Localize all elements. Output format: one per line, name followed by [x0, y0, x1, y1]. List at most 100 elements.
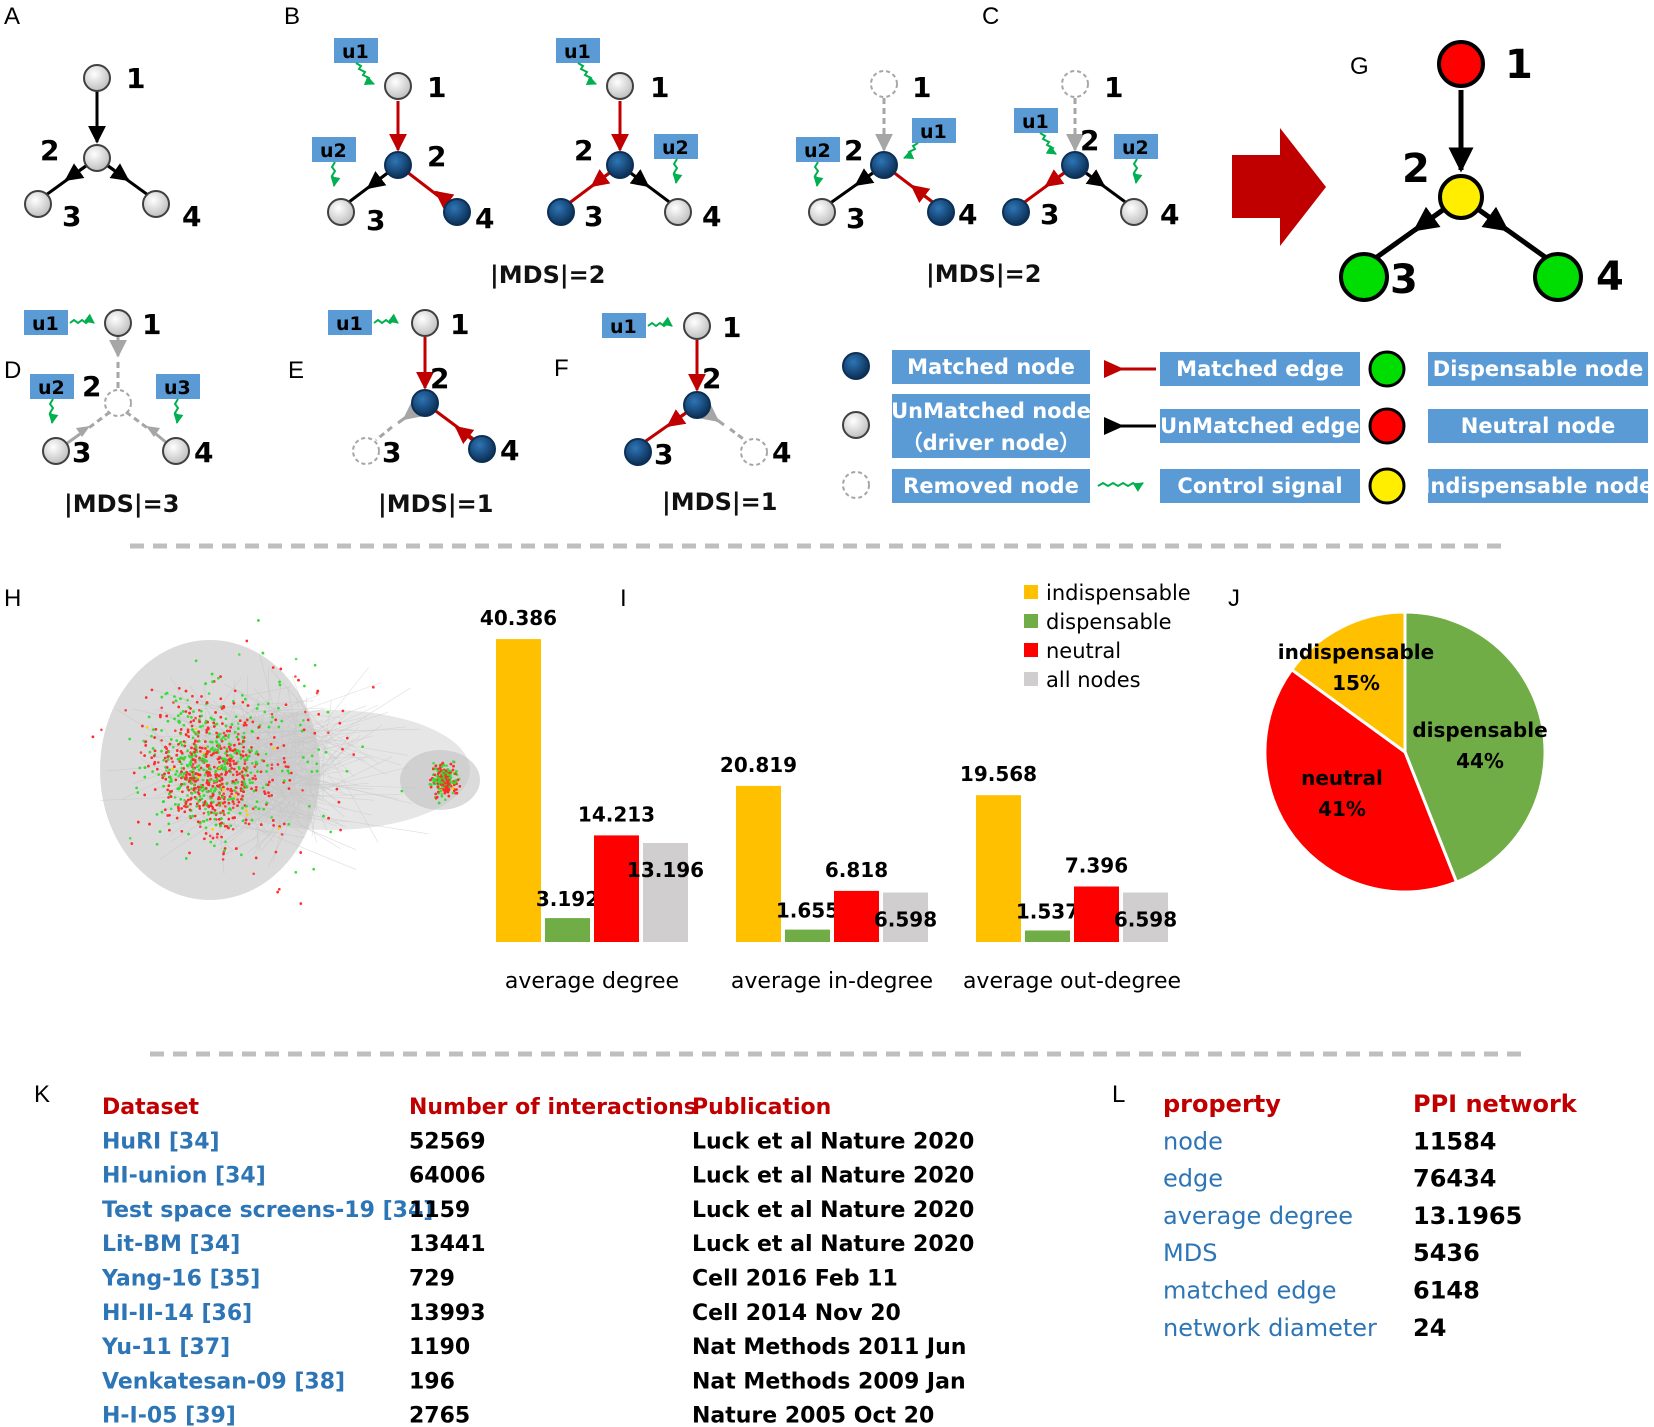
svg-text:4: 4 — [702, 200, 721, 233]
node-f1 — [683, 312, 711, 340]
node-c2-1 — [1061, 70, 1089, 98]
pie-label-neutral: neutral — [1301, 766, 1383, 790]
control-box-u3 — [156, 374, 200, 399]
node-f2 — [683, 391, 711, 419]
table-k-interactions: 52569 — [409, 1129, 486, 1154]
panel-letter-h: H — [4, 585, 21, 612]
table-l-property: matched edge — [1163, 1277, 1337, 1305]
table-k-dataset: H-I-05 [39] — [102, 1404, 236, 1427]
control-box-u2 — [1114, 134, 1158, 159]
table-l-property: node — [1163, 1127, 1223, 1155]
bar-value-indispensable-2: 20.819 — [720, 753, 797, 777]
table-k-interactions: 1159 — [409, 1198, 470, 1223]
panel-b-right-graph: u1 u2 1 2 3 4 — [547, 38, 721, 233]
legend-dispensable-node: Dispensable node — [1433, 357, 1643, 381]
table-l-value: 6148 — [1413, 1277, 1480, 1305]
svg-text:1: 1 — [650, 71, 669, 104]
num-a2: 2 — [40, 134, 59, 167]
node-c1-4 — [927, 198, 955, 226]
table-k-dataset: Yu-11 [37] — [101, 1335, 230, 1360]
svg-text:u2: u2 — [1122, 137, 1149, 159]
table-l-property: average degree — [1163, 1202, 1353, 1230]
legend-dispensable-node-icon — [1368, 350, 1406, 388]
node-d3 — [42, 437, 70, 465]
node-c1-1 — [870, 70, 898, 98]
table-k-publication: Luck et al Nature 2020 — [692, 1164, 974, 1189]
svg-text:3: 3 — [366, 204, 385, 237]
node-d2-removed — [104, 389, 132, 417]
table-l-property: network diameter — [1163, 1314, 1377, 1342]
panel-a-graph: 1 2 3 4 — [24, 62, 201, 233]
svg-text:2: 2 — [427, 140, 446, 173]
table-k-dataset: Yang-16 [35] — [101, 1267, 260, 1292]
panel-letter-d: D — [4, 357, 21, 384]
node-e4 — [468, 435, 496, 463]
table-k-dataset: HuRI [34] — [102, 1129, 220, 1154]
svg-text:u1: u1 — [342, 41, 369, 63]
bar-value-neutral-3: 7.396 — [1065, 854, 1128, 878]
legend-indispensable-node: Indispensable node — [1423, 474, 1654, 498]
legend-removed-node-icon — [842, 471, 870, 499]
bar-all-nodes-2 — [883, 892, 928, 942]
num-a1: 1 — [126, 62, 145, 95]
node-c2-3 — [1002, 198, 1030, 226]
svg-text:1: 1 — [1505, 42, 1533, 88]
svg-text:u2: u2 — [38, 377, 65, 399]
node-a1 — [83, 64, 111, 92]
panel-letter-k: K — [34, 1081, 50, 1108]
panel-g-graph: 1 2 3 4 — [1339, 40, 1624, 303]
legend-neutral-node: Neutral node — [1461, 414, 1616, 438]
svg-text:u1: u1 — [610, 316, 637, 338]
table-k-dataset: HI-union [34] — [102, 1164, 266, 1189]
table-k-header: Dataset — [102, 1095, 199, 1120]
bar-value-all-nodes-1: 13.196 — [627, 858, 704, 882]
legend-indispensable-node-icon — [1368, 467, 1406, 505]
node-b2-4 — [664, 198, 692, 226]
node-e1 — [411, 309, 439, 337]
network-visualization — [91, 619, 480, 905]
node-d4 — [162, 437, 190, 465]
svg-text:2: 2 — [574, 134, 593, 167]
node-g1 — [1437, 40, 1485, 88]
table-k-publication: Nature 2005 Oct 20 — [692, 1404, 934, 1427]
svg-text:1: 1 — [912, 71, 931, 104]
svg-text:2: 2 — [702, 362, 721, 395]
mds-label-e: |MDS|=1 — [378, 490, 493, 518]
bar-neutral-3 — [1074, 886, 1119, 942]
table-l-header: PPI network — [1413, 1090, 1578, 1118]
table-k-publication: Luck et al Nature 2020 — [692, 1129, 974, 1154]
num-a3: 3 — [62, 200, 81, 233]
node-d1 — [104, 309, 132, 337]
table-l-property: MDS — [1163, 1239, 1217, 1267]
num-a4: 4 — [182, 200, 201, 233]
legend-control-signal: Control signal — [1177, 474, 1342, 498]
table-k-interactions: 13993 — [409, 1301, 486, 1326]
node-b1-3 — [327, 198, 355, 226]
bar-value-neutral-1: 14.213 — [578, 802, 655, 826]
panel-letter-i: I — [620, 585, 627, 612]
node-b2-1 — [606, 72, 634, 100]
svg-text:1: 1 — [142, 308, 161, 341]
svg-text:2: 2 — [1080, 124, 1099, 157]
svg-text:u2: u2 — [662, 137, 689, 159]
table-l-value: 5436 — [1413, 1239, 1480, 1267]
svg-text:3: 3 — [72, 436, 91, 469]
panel-c-left-graph: u1 u2 1 2 3 4 — [796, 70, 977, 235]
pie-slice-dispensable — [1403, 610, 1547, 885]
svg-text:3: 3 — [654, 438, 673, 471]
bar-category-2: average in-degree — [731, 969, 933, 994]
node-g2 — [1438, 174, 1484, 220]
big-arrow-icon — [1232, 128, 1326, 246]
svg-text:u1: u1 — [32, 313, 59, 335]
panel-e-graph: u1 1 2 3 4 — [328, 308, 519, 469]
table-k-publication: Luck et al Nature 2020 — [692, 1198, 974, 1223]
control-box-u2 — [312, 137, 356, 162]
mds-label-c: |MDS|=2 — [926, 260, 1041, 288]
table-l-value: 13.1965 — [1413, 1202, 1522, 1230]
node-b2-3 — [547, 198, 575, 226]
svg-text:u1: u1 — [920, 121, 947, 143]
node-c2-2 — [1061, 151, 1089, 179]
